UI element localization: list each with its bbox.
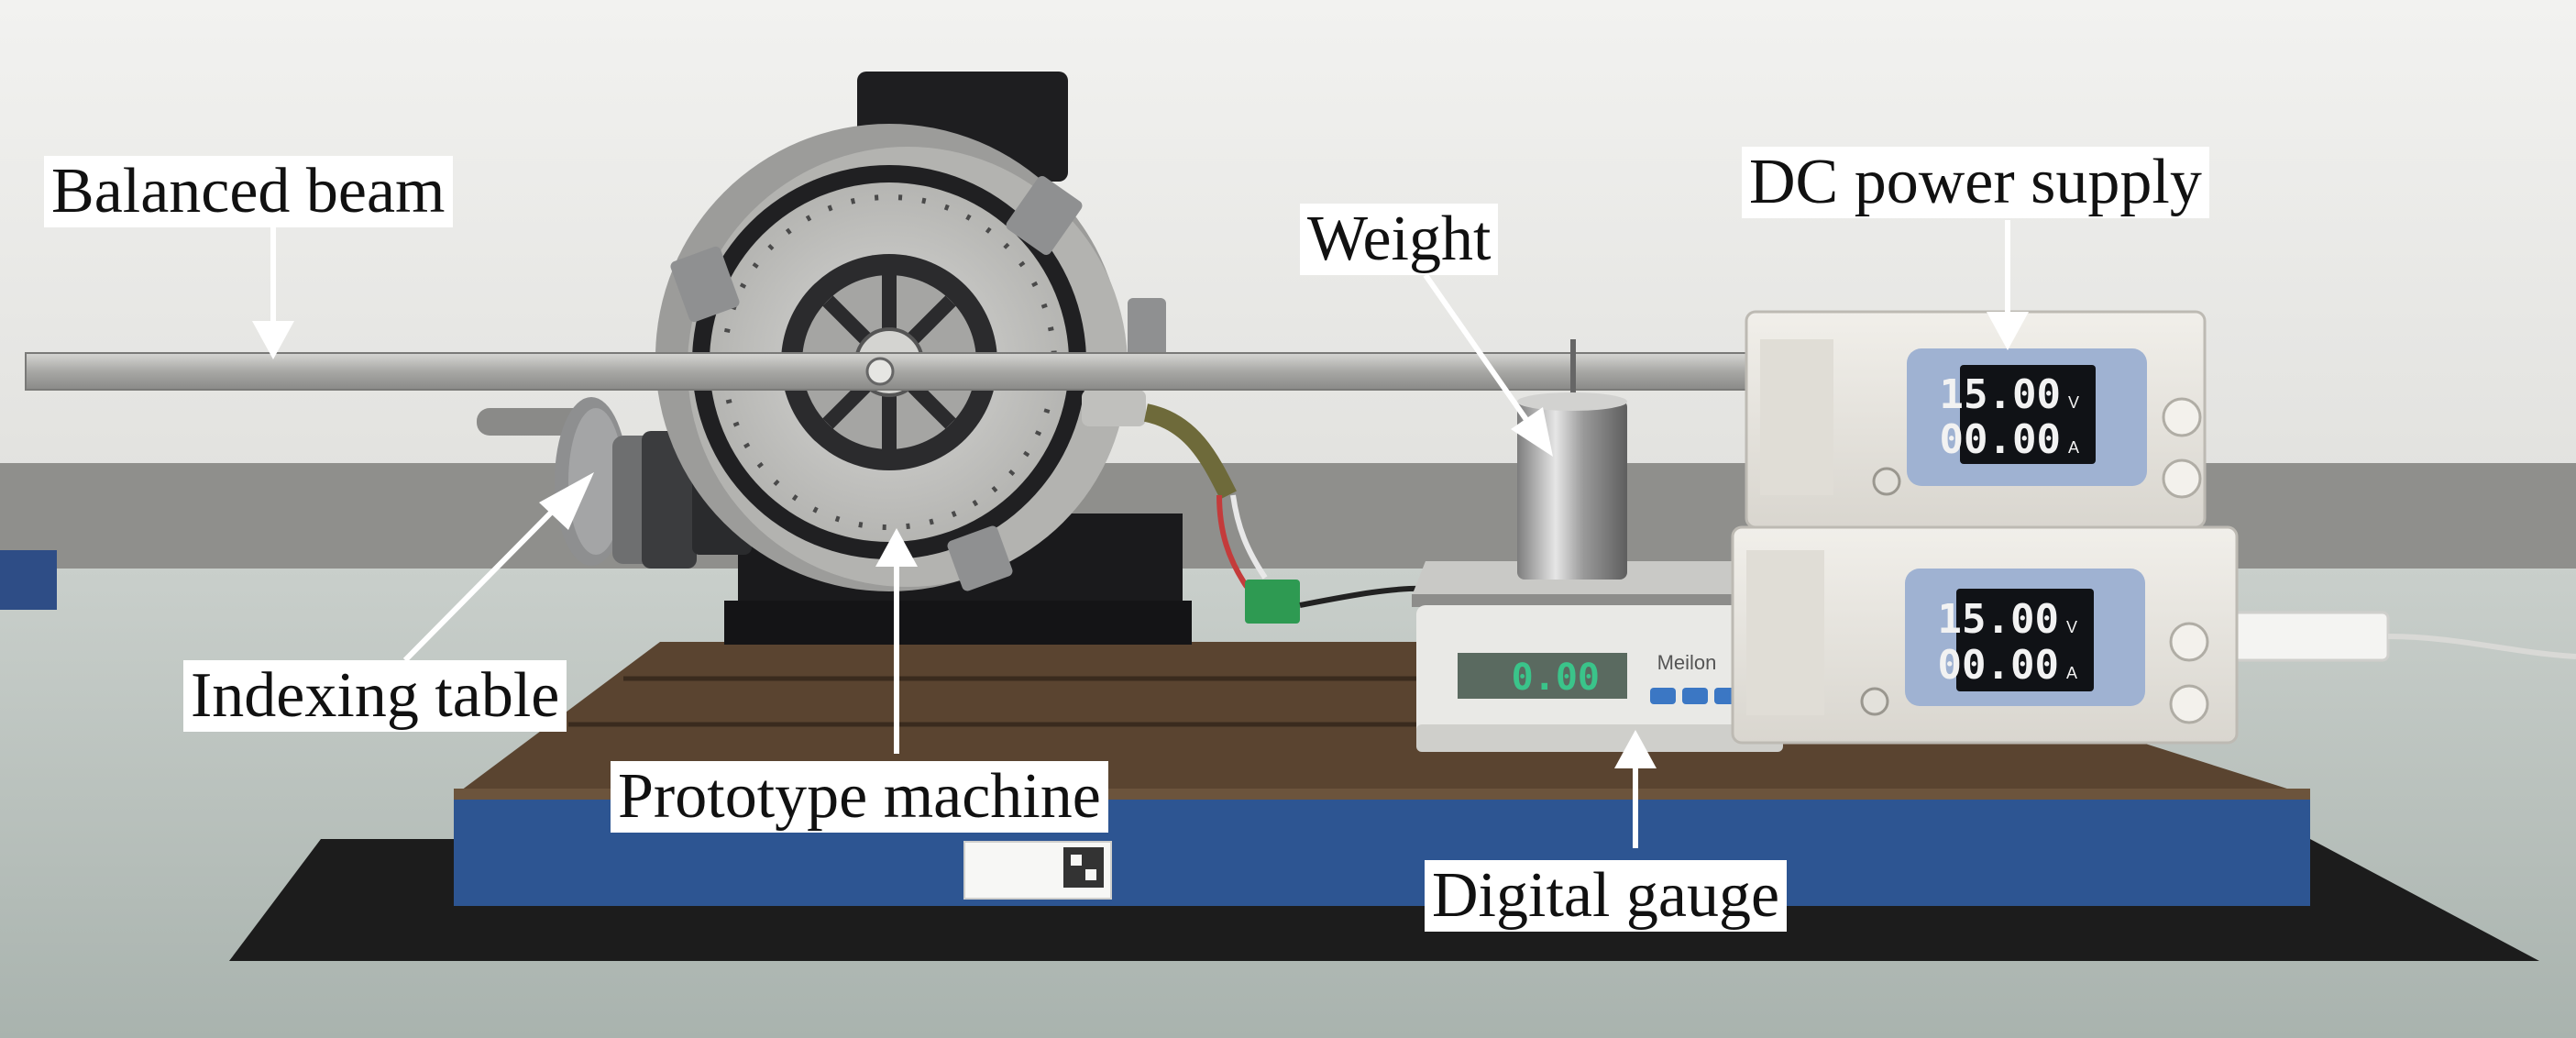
machine-clamp [1006, 176, 1083, 255]
psu-bottom-voltage: 15.00 [1938, 596, 2059, 643]
psu-top-current-unit: A [2068, 438, 2079, 457]
arrow-head-prototype-machine [875, 528, 918, 567]
machine-wires [1230, 494, 1268, 580]
label-prototype-machine: Prototype machine [611, 761, 1108, 833]
label-balanced-beam: Balanced beam [44, 156, 453, 227]
asset-tag-qr [1071, 855, 1082, 866]
asset-tag-qr [1063, 847, 1104, 888]
machine-clamp [670, 246, 740, 323]
scale-pan-edge [1412, 594, 1756, 607]
psu-top-voltage-unit: V [2068, 393, 2079, 412]
power-strip-cable [2387, 634, 2576, 659]
arrow-head-indexing-table [539, 472, 594, 530]
label-indexing-table: Indexing table [183, 660, 567, 732]
label-dc-power-supply: DC power supply [1742, 147, 2209, 218]
machine-connector [1082, 390, 1146, 426]
beam-pin [865, 357, 895, 386]
psu-bottom-voltage-unit: V [2066, 618, 2077, 636]
arrow-indexing-table [402, 506, 557, 663]
machine-wires [1216, 494, 1249, 589]
blue-object-left [0, 550, 57, 610]
weight-rod [1570, 339, 1576, 403]
scale-brand: Meilon [1657, 651, 1717, 674]
annotation-arrows [252, 220, 2029, 848]
arrow-head-weight [1511, 407, 1553, 457]
machine-foot [724, 601, 1192, 645]
weight-top [1517, 392, 1627, 411]
scale-button [1650, 688, 1676, 704]
indexing-handwheel-rim [568, 408, 623, 555]
scale-button [1682, 688, 1708, 704]
indexing-shaft [477, 408, 587, 436]
arrow-head-digital-gauge [1614, 730, 1657, 768]
arrow-head-balanced-beam [252, 321, 294, 359]
power-strip [2230, 611, 2390, 662]
psu-top-current: 00.00 [1940, 416, 2061, 463]
psu-bottom [1731, 525, 2239, 745]
arrow-head-dc-power-supply [1987, 312, 2029, 350]
label-digital-gauge: Digital gauge [1425, 860, 1788, 932]
asset-tag-qr [1085, 869, 1096, 880]
scale-display: 0.00 [1512, 657, 1600, 699]
scale-body-shade [1416, 724, 1783, 752]
terminal-block [1245, 580, 1300, 624]
arrow-weight [1423, 273, 1532, 425]
psu-bottom-current: 00.00 [1938, 642, 2059, 689]
psu-bottom-current-unit: A [2066, 664, 2077, 682]
machine-cable [1143, 403, 1237, 500]
machine-clamp [947, 525, 1013, 591]
psu-top-voltage: 15.00 [1940, 371, 2061, 418]
label-weight: Weight [1300, 204, 1499, 275]
scale-display-window [1458, 653, 1627, 699]
